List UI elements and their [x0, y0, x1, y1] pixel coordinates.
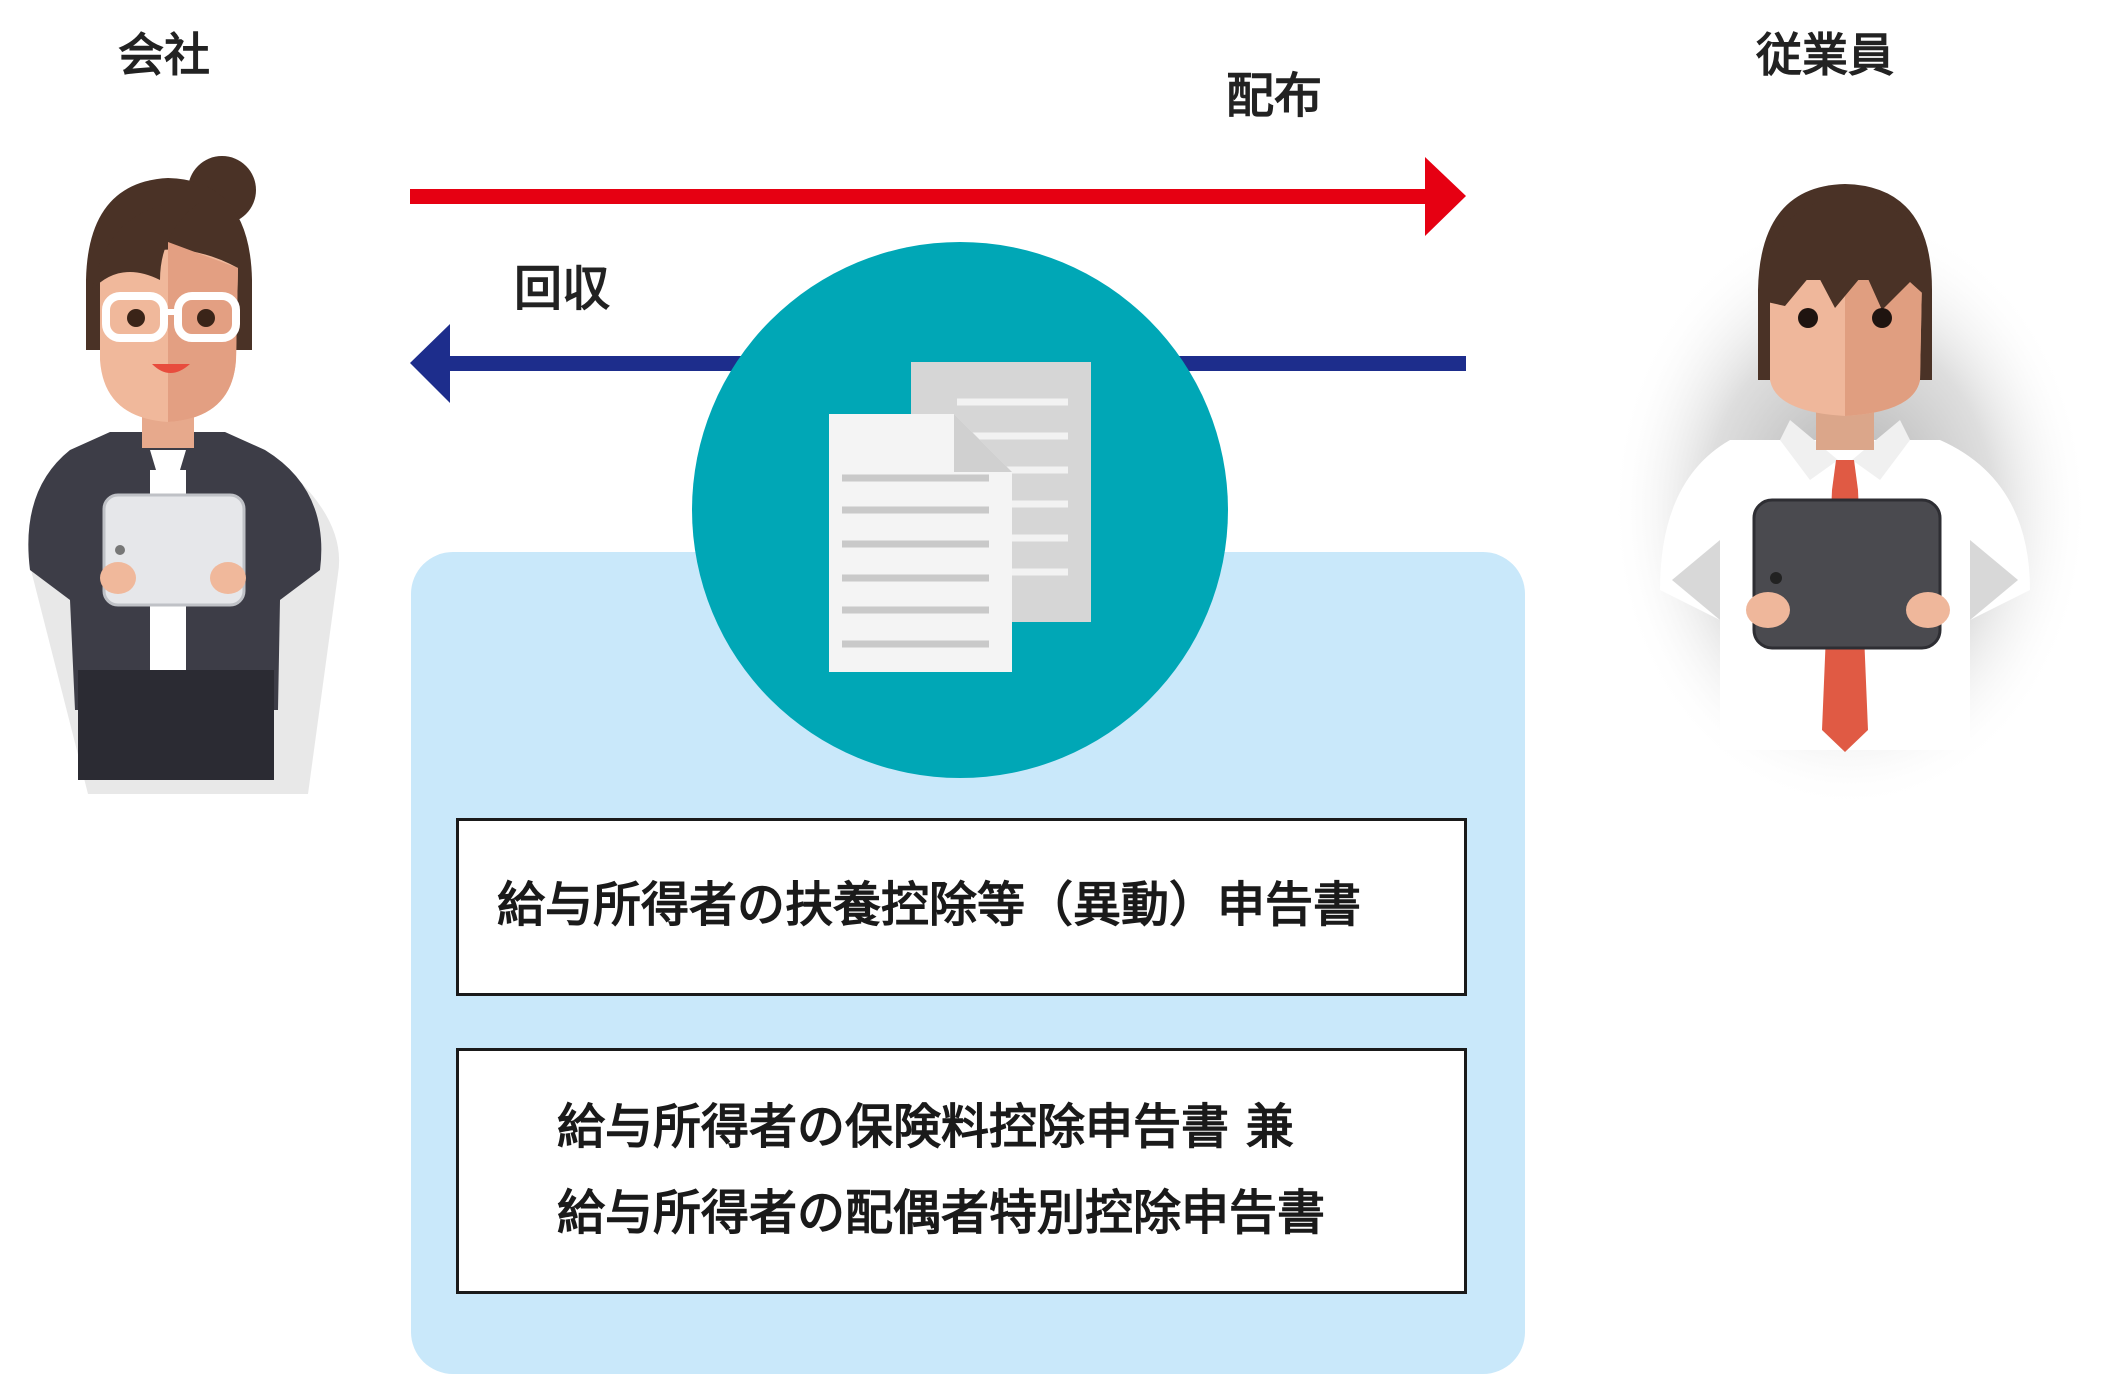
- man-with-tablet-icon: [1610, 184, 2090, 810]
- woman-with-tablet-icon: [28, 156, 340, 794]
- documents-icon: [829, 362, 1091, 672]
- form-title: 給与所得者の配偶者特別控除申告書: [557, 1185, 1326, 1241]
- form-box-insurance-spouse: 給与所得者の保険料控除申告書 兼 給与所得者の配偶者特別控除申告書: [456, 1048, 1467, 1294]
- distribute-label: 配布: [1226, 68, 1323, 124]
- distribute-arrow: [410, 157, 1466, 236]
- form-box-dependents: 給与所得者の扶養控除等（異動）申告書: [456, 818, 1467, 996]
- form-title: 給与所得者の保険料控除申告書 兼: [557, 1099, 1294, 1155]
- employee-label: 従業員: [1756, 28, 1894, 82]
- company-label: 会社: [118, 28, 210, 82]
- form-title: 給与所得者の扶養控除等（異動）申告書: [497, 877, 1362, 933]
- collect-label: 回収: [514, 261, 611, 317]
- documents-circle: [692, 242, 1228, 778]
